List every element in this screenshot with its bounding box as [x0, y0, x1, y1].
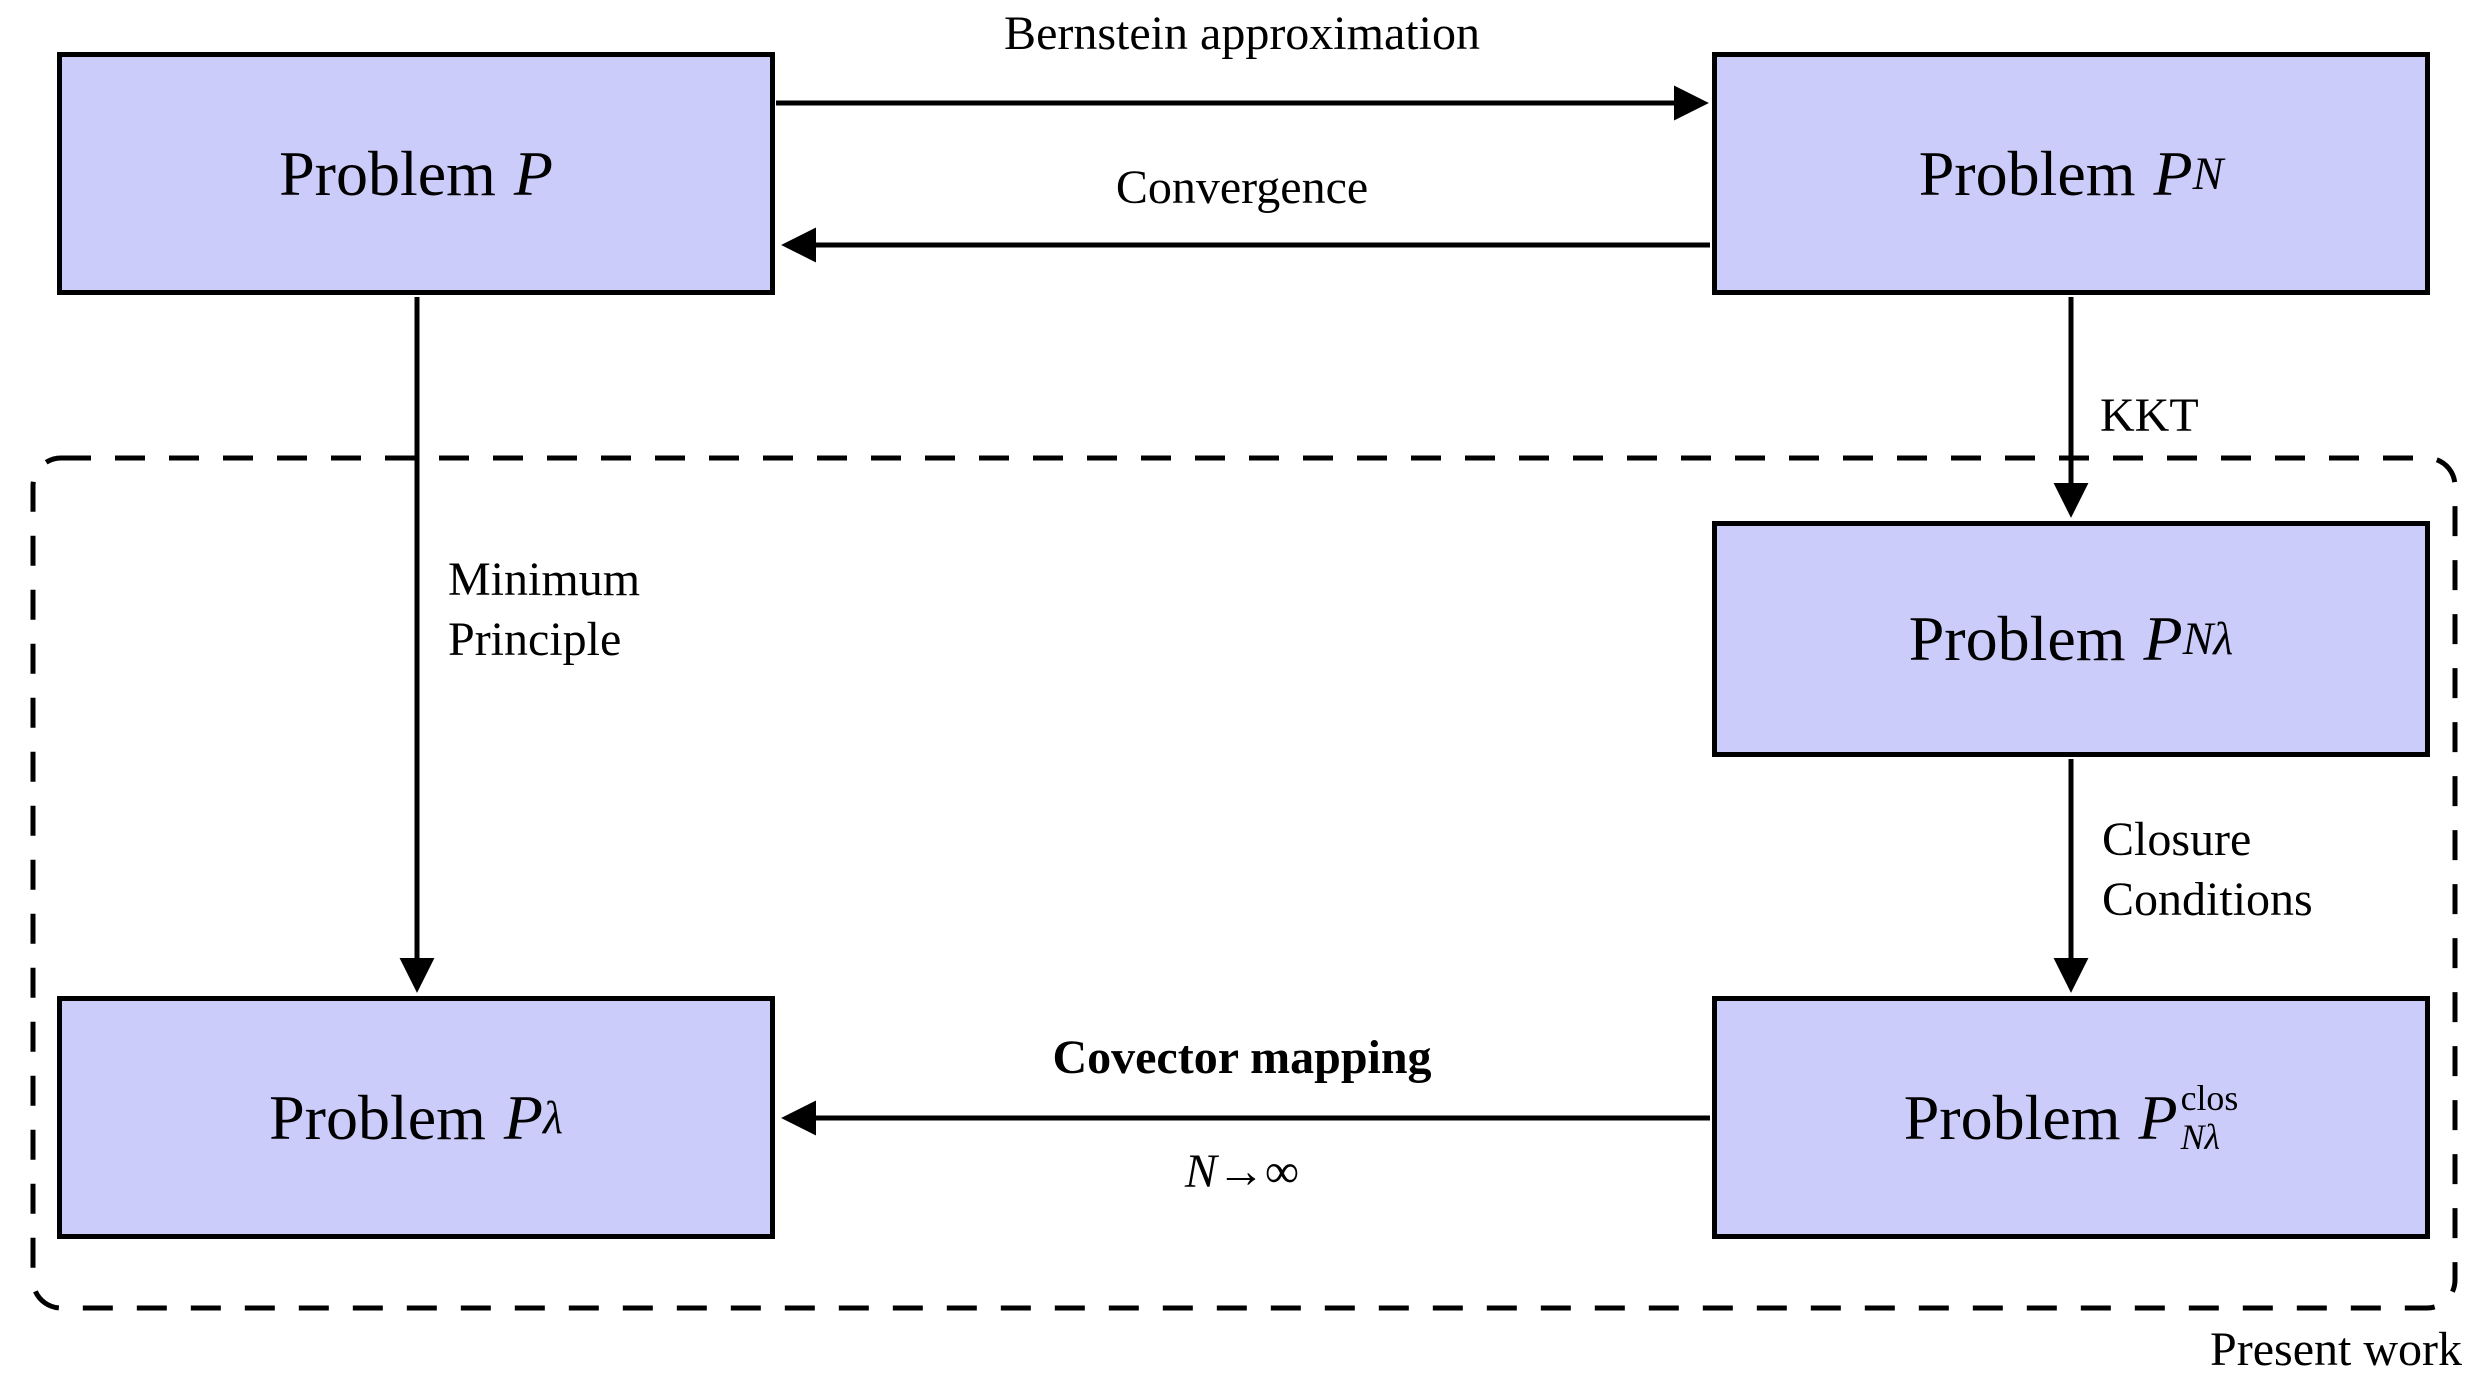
present-work-dashed-region	[30, 455, 2458, 1311]
covector-mapping-label: Covector mapping	[1052, 1031, 1432, 1084]
closure-conditions-label: Closure Conditions	[2102, 810, 2313, 931]
bernstein-approximation-label: Bernstein approximation	[1004, 7, 1480, 60]
node-problem-pl-symbol: P	[503, 1081, 543, 1153]
closure-conditions-label-line1: Closure	[2102, 813, 2252, 866]
n-to-infinity-n: N	[1184, 1145, 1217, 1198]
node-problem-pnl-symbol: P	[2143, 603, 2183, 674]
node-problem-pn-symbol: P	[2153, 137, 2193, 209]
n-to-infinity-arrow: →	[1216, 1145, 1265, 1198]
node-problem-pnl-prefix: Problem	[1908, 603, 2126, 674]
present-work-label: Present work	[2210, 1323, 2462, 1376]
n-to-infinity-label: N→∞	[1185, 1142, 1299, 1202]
closure-conditions-label-line2: Conditions	[2102, 873, 2313, 927]
node-problem-p-symbol: P	[513, 137, 553, 209]
n-to-infinity-infinity: ∞	[1264, 1145, 1300, 1198]
minimum-principle-label: Minimum Principle	[448, 550, 640, 671]
node-problem-p-prefix: Problem	[279, 137, 496, 209]
node-problem-pn-prefix: Problem	[1918, 137, 2136, 209]
node-problem-pnl-clos-subscript: Nλ	[2180, 1116, 2220, 1157]
convergence-label: Convergence	[1115, 161, 1369, 214]
minimum-principle-label-line1: Minimum	[448, 553, 641, 606]
kkt-label: KKT	[2100, 389, 2199, 442]
node-problem-pnl-clos-prefix: Problem	[1903, 1081, 2121, 1153]
node-problem-pl-prefix: Problem	[269, 1081, 486, 1153]
minimum-principle-label-line2: Principle	[448, 613, 622, 667]
node-problem-pnl-clos-symbol: P	[2138, 1081, 2178, 1153]
node-problem-pnl-clos-superscript: clos	[2180, 1077, 2239, 1118]
